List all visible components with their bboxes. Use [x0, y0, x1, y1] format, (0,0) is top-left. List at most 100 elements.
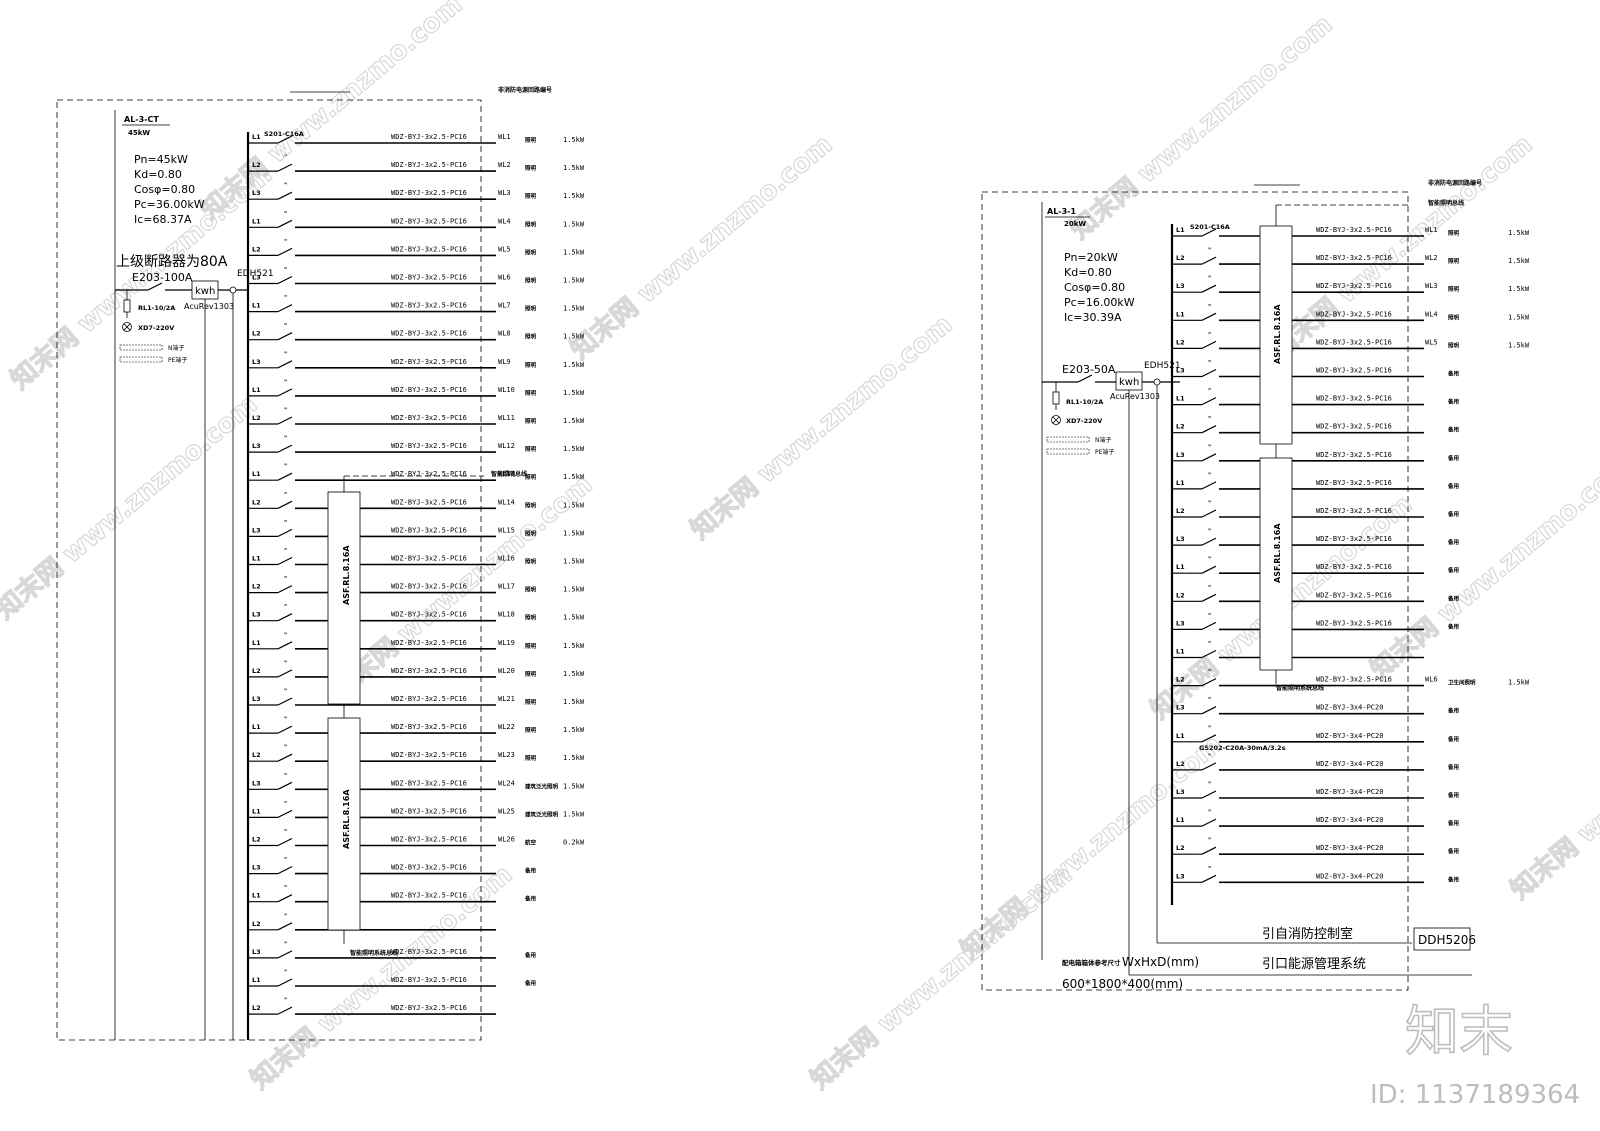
breaker-ditto-mark: ": [1208, 500, 1211, 507]
circuit-load: 1.5kW: [563, 220, 585, 228]
right-smart-module-1-label: ASF.RL.8.16A: [1273, 304, 1282, 364]
circuit-load: 1.5kW: [563, 501, 585, 509]
breaker-ditto-mark: ": [284, 885, 287, 892]
circuit-number: WL1: [1425, 226, 1438, 234]
circuit-breaker-symbol: [1201, 397, 1217, 406]
circuit-cable-spec: WDZ-BYJ-3x2.5-PC16: [1316, 676, 1392, 684]
right-spec-cos: Cosφ=0.80: [1064, 281, 1125, 294]
circuit-breaker-symbol: [277, 275, 293, 285]
circuit-number: WL11: [498, 414, 515, 422]
breaker-ditto-mark: ": [284, 660, 287, 667]
watermark-text: 知末网 www.znzmo.com: [1365, 449, 1600, 685]
circuit-cable-spec: WDZ-BYJ-3x2.5-PC16: [391, 245, 467, 253]
circuit-breaker-symbol: [1201, 706, 1217, 715]
circuit-phase: L1: [1176, 226, 1185, 234]
circuit-cable-spec: WDZ-BYJ-3x2.5-PC16: [1316, 451, 1392, 459]
circuit-usage: 照明: [525, 726, 537, 734]
brand-logo: 知末: [1405, 1000, 1513, 1063]
circuit-phase: L3: [1176, 704, 1185, 712]
circuit-phase: L2: [1176, 423, 1185, 431]
circuit-load: 1.5kW: [563, 333, 585, 341]
circuit-load: 1.5kW: [1508, 341, 1530, 349]
circuit-load: 0.2kW: [563, 839, 585, 847]
circuit-breaker-symbol: [277, 556, 293, 566]
circuit-breaker-symbol: [277, 163, 293, 172]
circuit-usage: 建筑泛光照明: [525, 782, 559, 790]
circuit-usage: 备用: [1447, 566, 1459, 574]
circuit-phase: L2: [1176, 844, 1185, 852]
circuit-breaker-symbol: [1201, 678, 1217, 687]
circuit-phase: L3: [1176, 535, 1185, 543]
circuit-phase: L2: [252, 751, 261, 759]
breaker-ditto-mark: ": [284, 800, 287, 807]
circuit-usage: 照明: [525, 586, 537, 594]
circuit-usage: 照明: [525, 670, 537, 678]
left-main-breaker-symbol: [147, 282, 163, 291]
circuit-breaker-symbol: [277, 866, 293, 875]
circuit-cable-spec: WDZ-BYJ-3x2.5-PC16: [391, 414, 467, 422]
circuit-breaker-symbol: [1201, 593, 1217, 602]
breaker-ditto-mark: ": [284, 379, 287, 386]
circuit-usage: 照明: [525, 248, 537, 256]
circuit-cable-spec: WDZ-BYJ-3x2.5-PC16: [1316, 563, 1392, 571]
left-smart-note: 智能照明总线: [491, 470, 527, 478]
left-main-breaker: E203-100A: [132, 271, 193, 284]
circuit-cable-spec: WDZ-BYJ-3x2.5-PC16: [391, 948, 467, 956]
circuit-cable-spec: WDZ-BYJ-3x2.5-PC16: [1316, 535, 1392, 543]
circuit-phase: L3: [252, 358, 261, 366]
circuit-usage: 照明: [1448, 285, 1460, 293]
circuit-load: 1.5kW: [563, 558, 585, 566]
circuit-cable-spec: WDZ-BYJ-3x4-PC20: [1316, 844, 1383, 852]
left-pe-terminal: [119, 356, 163, 363]
circuit-breaker-symbol: [1201, 256, 1217, 265]
circuit-number: WL1: [498, 133, 511, 141]
circuit-load: 1.5kW: [563, 417, 585, 425]
circuit-usage: 备用: [1447, 763, 1459, 771]
left-spec-ic: Ic=68.37A: [134, 213, 192, 226]
right-spec-pn: Pn=20kW: [1064, 251, 1118, 264]
right-fuse-label: RL1-10/2A: [1066, 398, 1103, 406]
breaker-ditto-mark: ": [284, 941, 287, 948]
circuit-cable-spec: WDZ-BYJ-3x4-PC20: [1316, 704, 1383, 712]
circuit-phase: L2: [1176, 338, 1185, 346]
circuit-usage: 照明: [525, 192, 537, 200]
right-smart-end-note: 智能照明系统总线: [1276, 684, 1324, 692]
right-energy-system: 引口能源管理系统: [1262, 957, 1366, 972]
watermark-text: 知末网 www.znzmo.com: [1265, 129, 1538, 365]
left-smart-module-2: [327, 717, 361, 931]
watermark-text: 知末网 www.znzmo.com: [685, 309, 958, 545]
breaker-ditto-mark: ": [284, 238, 287, 245]
circuit-number: WL26: [498, 836, 515, 844]
right-smart-module-2-label: ASF.RL.8.16A: [1273, 523, 1282, 583]
right-panel-power: 20kW: [1064, 220, 1086, 228]
circuit-breaker-symbol: [277, 135, 293, 144]
left-lamp-label: XD7-220V: [138, 324, 174, 332]
breaker-ditto-mark: ": [1208, 416, 1211, 423]
left-spec-pn: Pn=45kW: [134, 153, 188, 166]
circuit-breaker-symbol: [277, 416, 293, 425]
circuit-cable-spec: WDZ-BYJ-3x4-PC20: [1316, 760, 1383, 768]
circuit-cable-spec: WDZ-BYJ-3x2.5-PC16: [391, 302, 467, 310]
circuit-cable-spec: WDZ-BYJ-3x4-PC20: [1316, 732, 1383, 740]
circuit-breaker-symbol: [277, 191, 293, 200]
left-smart-module-1-label: ASF.RL.8.16A: [342, 545, 351, 605]
breaker-ditto-mark: ": [1208, 669, 1211, 676]
circuit-usage: 备用: [1447, 426, 1459, 434]
circuit-phase: L3: [1176, 872, 1185, 880]
circuit-usage: 照明: [525, 614, 537, 622]
right-ddh-box: [1413, 927, 1471, 951]
circuit-cable-spec: WDZ-BYJ-3x2.5-PC16: [391, 189, 467, 197]
circuit-usage: 照明: [1448, 313, 1460, 321]
circuit-load: 1.5kW: [563, 473, 585, 481]
